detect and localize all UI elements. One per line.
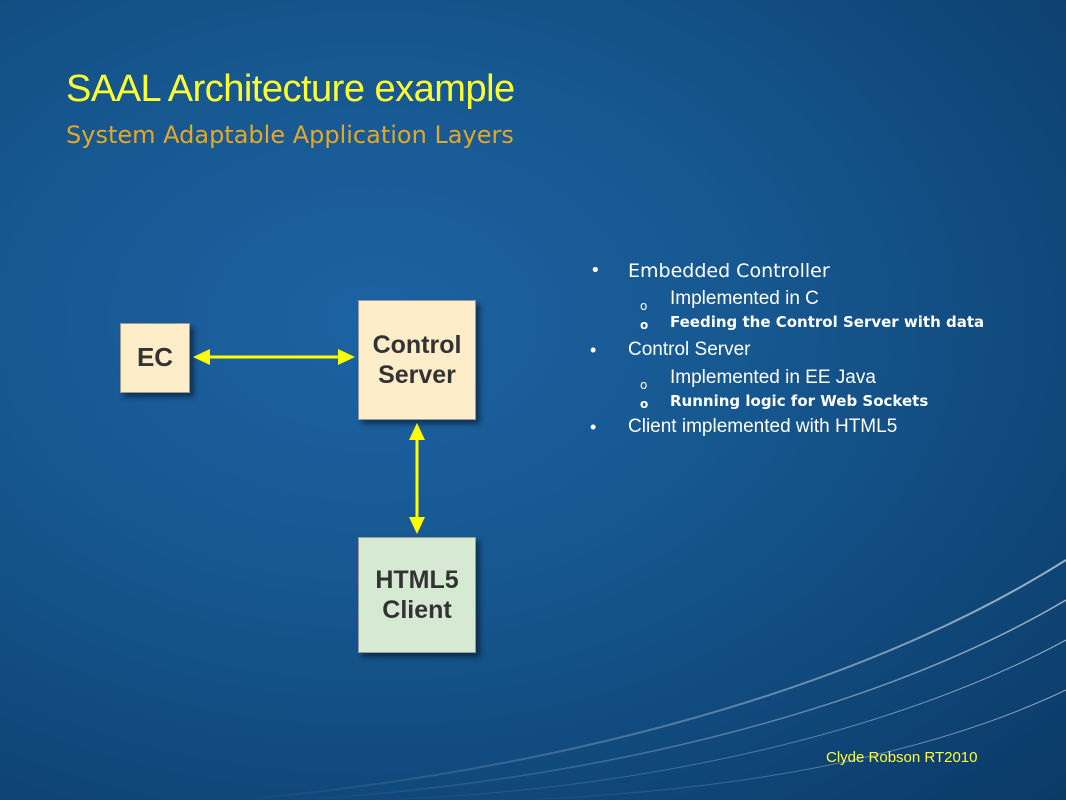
ec-node-label: EC (136, 342, 174, 373)
html5-client-node: HTML5 Client (358, 537, 476, 653)
sub-bullet-text: Implemented in C (670, 288, 819, 309)
bullet-list: • Embedded Controller o Implemented in C… (590, 256, 1010, 442)
sub-bullet-text: Implemented in EE Java (670, 367, 876, 388)
control-server-node-label: Control Server (372, 331, 462, 389)
bullet-glyph: • (590, 260, 601, 281)
bullet-embedded-controller: • Embedded Controller (590, 256, 1010, 286)
bullet-client-html5: • Client implemented with HTML5 (590, 412, 1010, 442)
bullet-control-server: • Control Server (590, 335, 1010, 365)
sub-bullet-text: Running logic for Web Sockets (670, 392, 929, 410)
sub-bullet-glyph: o (640, 299, 648, 313)
sub-bullet-implemented-c: o Implemented in C (590, 286, 1010, 313)
sub-bullet-glyph: o (640, 378, 648, 392)
bullet-text: Client implemented with HTML5 (628, 416, 898, 437)
bullet-text: Embedded Controller (628, 260, 830, 282)
bullet-glyph: • (590, 340, 597, 360)
sub-bullet-running-logic: o Running logic for Web Sockets (590, 391, 1010, 412)
html5-client-node-label: HTML5 Client (375, 566, 459, 624)
sub-bullet-feeding: o Feeding the Control Server with data (590, 312, 1010, 333)
slide-footer: Clyde Robson RT2010 (826, 749, 978, 766)
slide-title: SAAL Architecture example (66, 68, 515, 110)
bullet-glyph: • (590, 417, 597, 437)
sub-bullet-text: Feeding the Control Server with data (670, 313, 985, 331)
control-server-node: Control Server (358, 300, 476, 420)
bullet-text: Control Server (628, 339, 751, 360)
ec-node: EC (120, 323, 190, 393)
sub-bullet-implemented-java: o Implemented in EE Java (590, 365, 1010, 392)
slide-subtitle: System Adaptable Application Layers (66, 121, 514, 149)
sub-bullet-glyph: o (640, 318, 649, 332)
sub-bullet-glyph: o (640, 397, 649, 411)
